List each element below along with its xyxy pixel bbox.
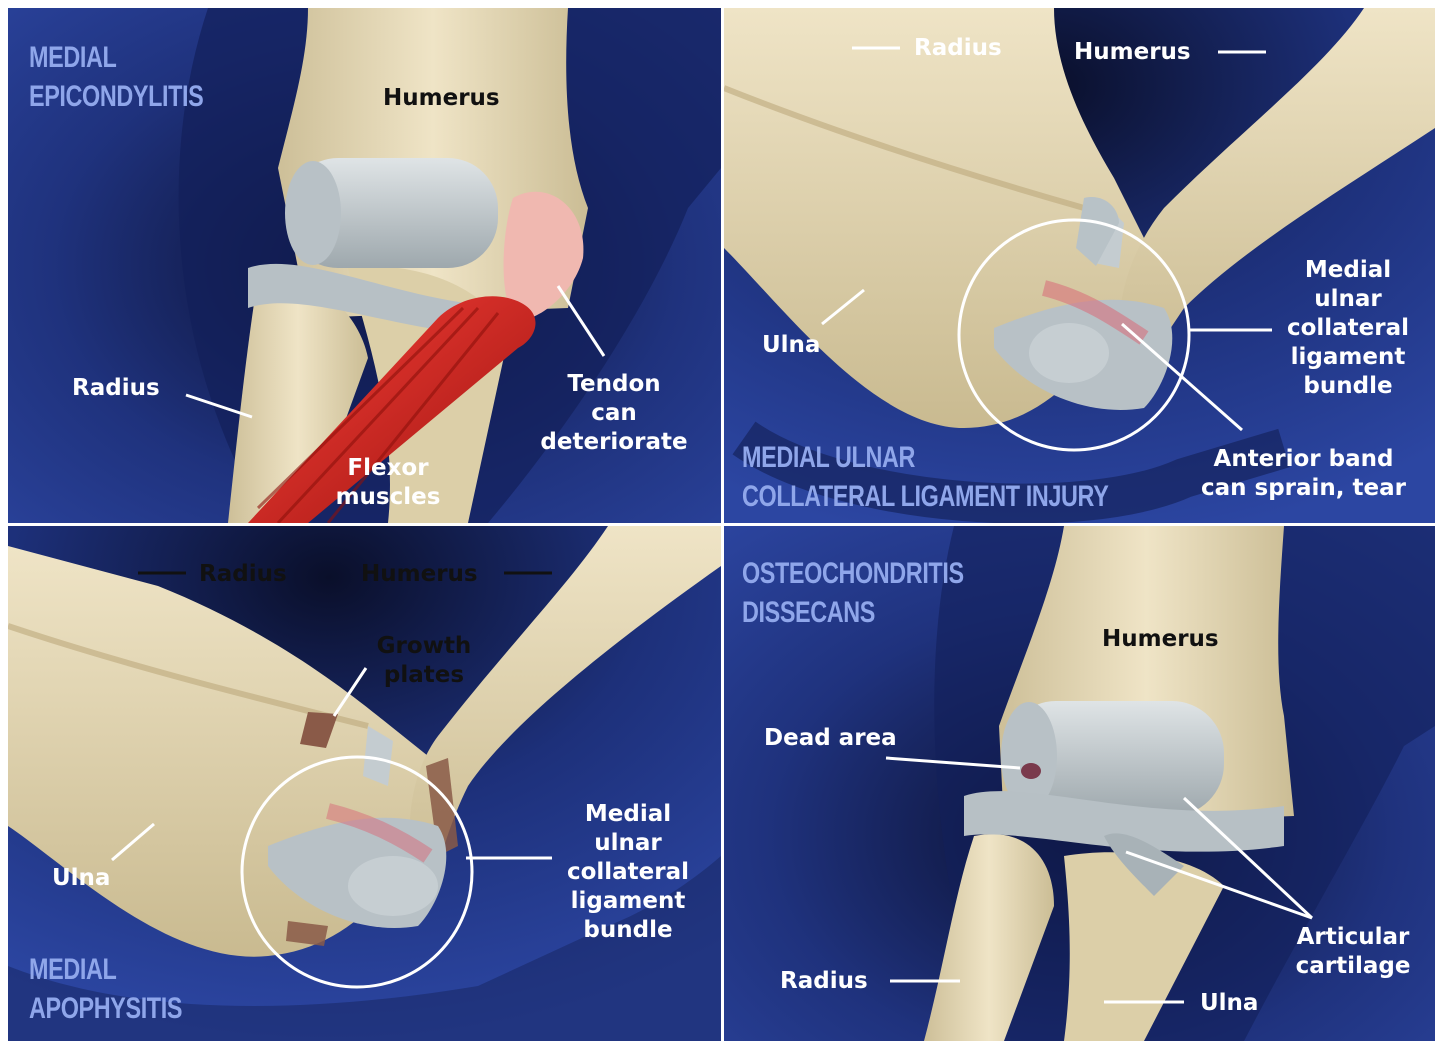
panel-mucl-injury: MEDIAL ULNAR COLLATERAL LIGAMENT INJURY … [724, 8, 1435, 523]
dead-area [1021, 763, 1041, 779]
label-line: ligament [552, 887, 704, 916]
panel-medial-epicondylitis: MEDIAL EPICONDYLITIS Humerus Radius Tend… [8, 8, 721, 523]
label-ulna: Ulna [52, 864, 110, 893]
panel-title: OSTEOCHONDRITIS DISSECANS [742, 554, 964, 632]
title-line: MEDIAL [29, 38, 203, 77]
label-line: deteriorate [528, 428, 700, 457]
label-line: Articular [1280, 923, 1426, 952]
label-humerus: Humerus [1102, 625, 1219, 654]
label-radius: Radius [914, 34, 1002, 63]
label-flexor-muscles: Flexor muscles [326, 454, 450, 512]
label-line: collateral [1272, 314, 1424, 343]
label-line: muscles [326, 483, 450, 512]
label-line: ligament [1272, 343, 1424, 372]
label-line: can sprain, tear [1182, 474, 1425, 503]
title-line: MEDIAL ULNAR [742, 438, 1108, 477]
title-line: DISSECANS [742, 593, 964, 632]
title-line: MEDIAL [29, 950, 182, 989]
label-line: Flexor [326, 454, 450, 483]
panel-ocd: OSTEOCHONDRITIS DISSECANS Humerus Dead a… [724, 526, 1435, 1041]
title-line: EPICONDYLITIS [29, 77, 203, 116]
label-line: cartilage [1280, 952, 1426, 981]
label-anterior-band: Anterior band can sprain, tear [1182, 445, 1425, 503]
label-articular-cartilage: Articular cartilage [1280, 923, 1426, 981]
panel-medial-apophysitis: MEDIAL APOPHYSITIS Radius Humerus Growth… [8, 526, 721, 1041]
label-line: Growth [358, 632, 490, 661]
label-radius: Radius [199, 560, 287, 589]
label-line: Medial [552, 800, 704, 829]
label-humerus: Humerus [383, 84, 500, 113]
title-line: OSTEOCHONDRITIS [742, 554, 964, 593]
label-line: bundle [552, 916, 704, 945]
panel-title: MEDIAL EPICONDYLITIS [29, 38, 203, 116]
label-humerus: Humerus [1074, 38, 1191, 67]
panel-title: MEDIAL APOPHYSITIS [29, 950, 182, 1028]
label-line: Tendon [528, 370, 700, 399]
label-line: ulnar [552, 829, 704, 858]
label-line: can [528, 399, 700, 428]
title-line: COLLATERAL LIGAMENT INJURY [742, 477, 1108, 516]
label-mucl: Medial ulnar collateral ligament bundle [1272, 256, 1424, 401]
label-ulna: Ulna [762, 331, 820, 360]
label-ulna: Ulna [1200, 989, 1258, 1018]
label-dead-area: Dead area [764, 724, 897, 753]
label-radius: Radius [72, 374, 160, 403]
panel-title: MEDIAL ULNAR COLLATERAL LIGAMENT INJURY [742, 438, 1108, 516]
label-line: Medial [1272, 256, 1424, 285]
label-line: plates [358, 661, 490, 690]
label-radius: Radius [780, 967, 868, 996]
label-line: bundle [1272, 372, 1424, 401]
label-line: collateral [552, 858, 704, 887]
label-line: Anterior band [1182, 445, 1425, 474]
label-growth-plates: Growth plates [358, 632, 490, 690]
label-tendon: Tendon can deteriorate [528, 370, 700, 457]
label-humerus: Humerus [361, 560, 478, 589]
label-mucl: Medial ulnar collateral ligament bundle [552, 800, 704, 945]
label-line: ulnar [1272, 285, 1424, 314]
title-line: APOPHYSITIS [29, 989, 182, 1028]
